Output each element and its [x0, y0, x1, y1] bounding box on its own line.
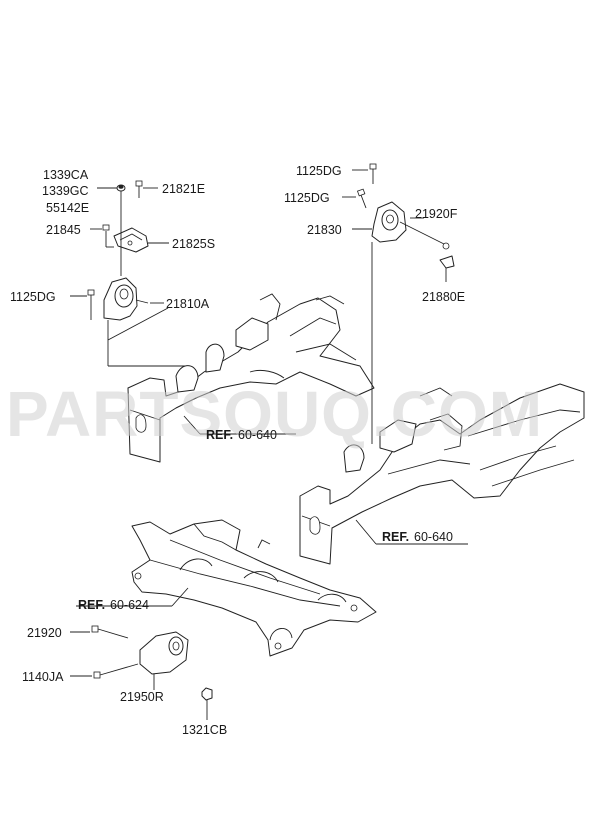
label-21920f: 21920F [415, 207, 458, 221]
label-1125dg-top: 1125DG [296, 164, 342, 178]
front-subframe [131, 519, 377, 657]
ref-subframe[interactable]: REF. 60-624 [78, 598, 149, 612]
ref-right-prefix: REF. [382, 530, 409, 544]
mount-bracket-21830[interactable] [371, 201, 407, 243]
left-side-member [127, 293, 375, 463]
bolt-21920[interactable] [91, 625, 129, 639]
ref-sub-number: 60-624 [110, 598, 149, 612]
label-21821e: 21821E [162, 182, 205, 196]
nut-21845[interactable] [102, 224, 110, 231]
label-1339ca: 1339CA [43, 168, 89, 182]
label-21920: 21920 [27, 626, 62, 640]
label-21950r: 21950R [120, 690, 164, 704]
left-mount-assembly [70, 180, 188, 367]
label-21880e: 21880E [422, 290, 465, 304]
ref-left-prefix: REF. [206, 428, 233, 442]
bolt-1125dg-left[interactable] [87, 289, 95, 320]
label-1125dg-left: 1125DG [10, 290, 56, 304]
label-21825s: 21825S [172, 237, 215, 251]
bracket-21950r[interactable] [139, 631, 189, 675]
ref-right[interactable]: REF. 60-640 [382, 530, 453, 544]
engine-mount-21810a[interactable] [103, 277, 149, 321]
bolt-21821e[interactable] [135, 180, 143, 198]
bolt-1125dg-top[interactable] [369, 163, 377, 184]
label-21810a: 21810A [166, 297, 210, 311]
ref-sub-prefix: REF. [78, 598, 105, 612]
nut-1339ca[interactable] [116, 184, 126, 192]
label-21845: 21845 [46, 223, 81, 237]
bolt-21920f[interactable] [399, 221, 450, 250]
watermark: PARTSOUQ.COM [6, 378, 543, 450]
clip-21880e[interactable] [439, 255, 455, 269]
bolt-1140ja[interactable] [93, 663, 139, 679]
bracket-21825s[interactable] [113, 227, 149, 253]
label-1140ja: 1140JA [22, 670, 64, 684]
ref-left[interactable]: REF. 60-640 [206, 428, 277, 442]
right-mount-assembly [342, 163, 455, 444]
label-21830: 21830 [307, 223, 342, 237]
right-side-member [299, 383, 585, 565]
nut-1321cb[interactable] [201, 687, 213, 701]
lower-mount-assembly [70, 625, 213, 720]
ref-left-number: 60-640 [238, 428, 277, 442]
bolt-1125dg-mid[interactable] [356, 188, 367, 209]
label-1321cb: 1321CB [182, 723, 227, 737]
label-1125dg-mid: 1125DG [284, 191, 330, 205]
label-1339gc: 1339GC [42, 184, 89, 198]
label-55142e: 55142E [46, 201, 89, 215]
ref-right-number: 60-640 [414, 530, 453, 544]
